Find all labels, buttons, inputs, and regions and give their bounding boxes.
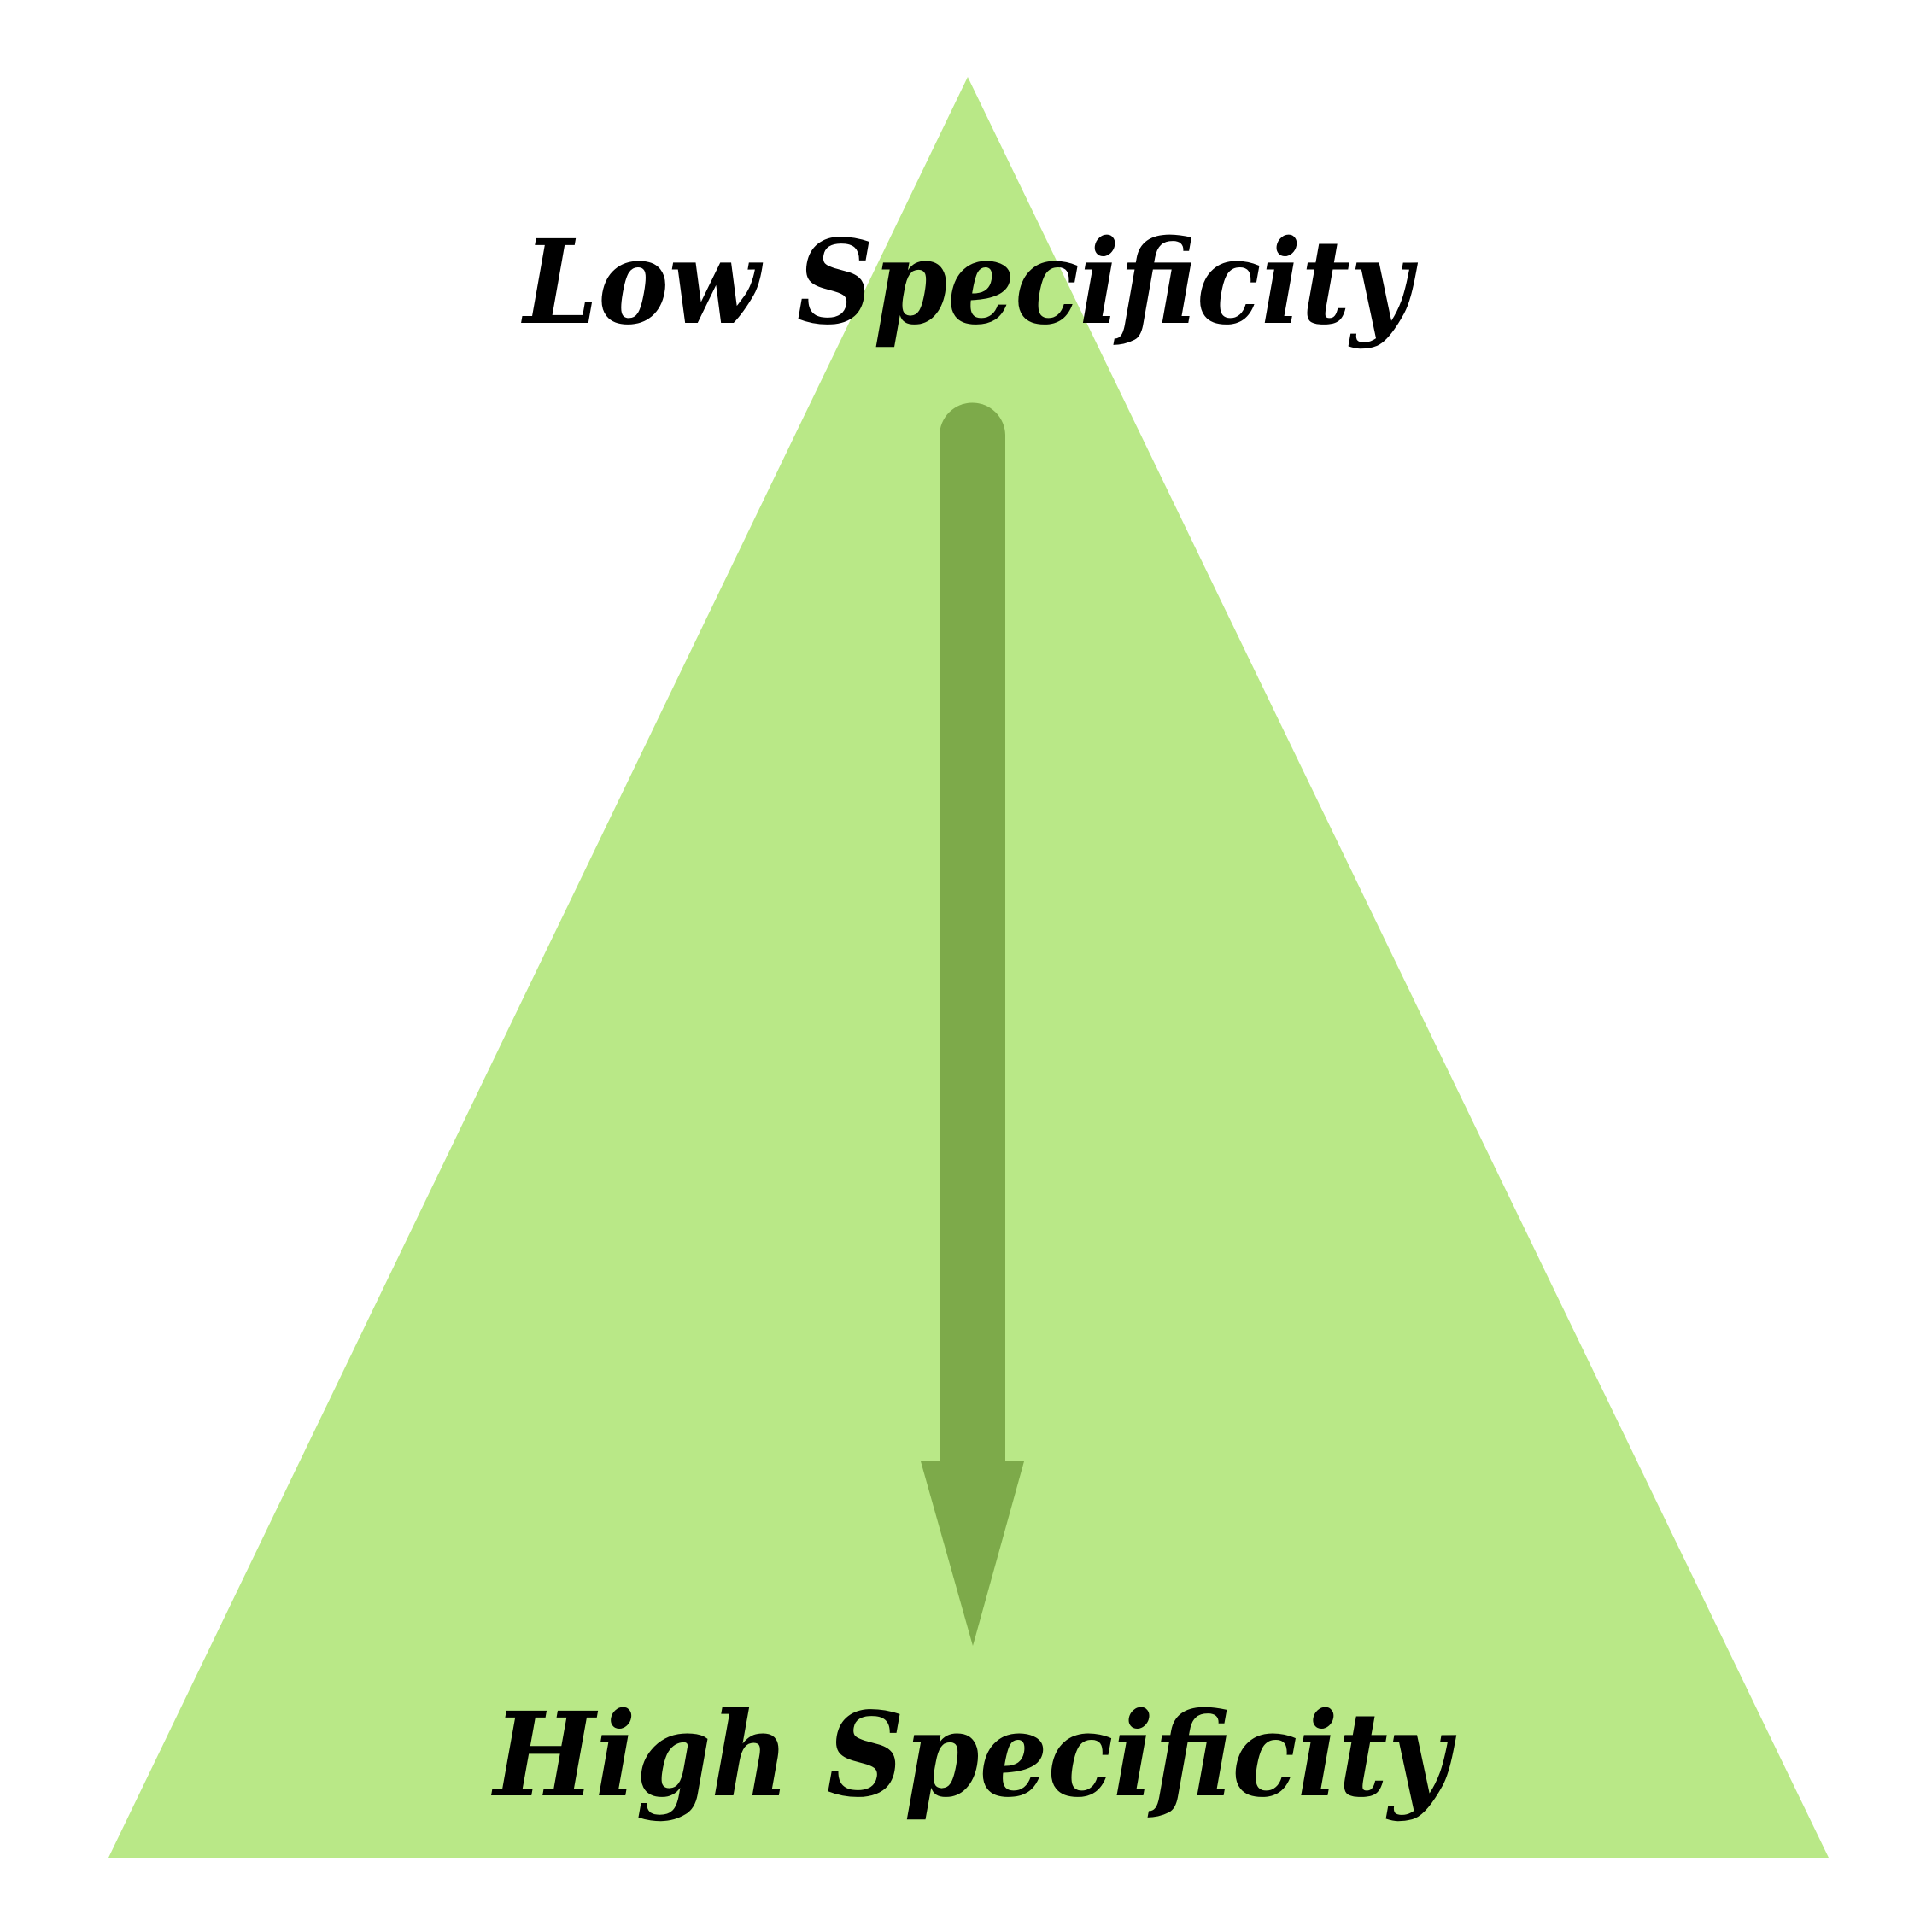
top-label: Low Specificity: [520, 214, 1418, 351]
direction-arrow: [921, 402, 1024, 1646]
bottom-label: High Specificity: [490, 1687, 1456, 1824]
arrow-head: [921, 1461, 1024, 1646]
arrow-shaft: [940, 402, 1005, 1462]
